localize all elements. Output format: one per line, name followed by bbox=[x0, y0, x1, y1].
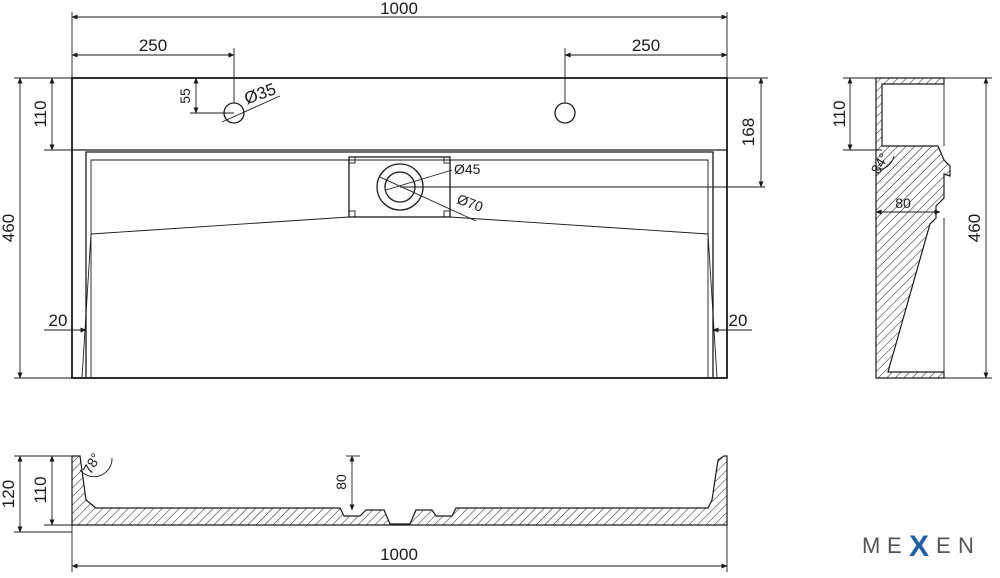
tap-leader bbox=[221, 95, 281, 123]
dim-drain-inner: Ø45 bbox=[454, 161, 481, 177]
slope-line-left bbox=[90, 216, 350, 235]
side-dim-rim: 110 bbox=[830, 100, 849, 127]
drain-tab-1 bbox=[348, 156, 356, 164]
drain-leader-45 bbox=[385, 169, 453, 191]
front-dim-inner: 110 bbox=[31, 476, 50, 503]
dim-rim-depth: 110 bbox=[31, 100, 50, 127]
dim-tap-hole: Ø35 bbox=[242, 79, 279, 108]
top-view-outline bbox=[71, 77, 728, 379]
dim-top-width: 1000 bbox=[380, 0, 418, 18]
logo-letter-e1: E bbox=[887, 533, 902, 558]
slope-line-right bbox=[449, 216, 709, 235]
side-dim-total: 460 bbox=[965, 214, 984, 242]
mexen-logo: M E X E N bbox=[862, 530, 974, 563]
front-dim-total: 120 bbox=[0, 480, 18, 508]
drain-tab-2 bbox=[443, 156, 451, 164]
drain-leader-70 bbox=[379, 176, 477, 222]
dim-wall-right: 20 bbox=[729, 311, 748, 330]
dim-tap-left: 250 bbox=[139, 36, 167, 55]
wall-slope-left bbox=[81, 233, 92, 379]
dim-drain-depth: 168 bbox=[739, 118, 758, 146]
logo-letter-x: X bbox=[909, 530, 929, 563]
dim-wall-left: 20 bbox=[49, 311, 68, 330]
dim-drain-outer: Ø70 bbox=[455, 191, 486, 215]
front-dim-basin: 80 bbox=[333, 474, 349, 490]
drain-tab-4 bbox=[443, 210, 451, 218]
front-dim-width: 1000 bbox=[380, 545, 418, 564]
front-angle-arc bbox=[79, 457, 113, 478]
dim-total-depth: 460 bbox=[0, 214, 18, 242]
dim-tap-vertical: 55 bbox=[177, 88, 193, 104]
side-section-wall bbox=[875, 77, 951, 379]
front-section-body bbox=[71, 455, 728, 526]
logo-letter-n: N bbox=[958, 533, 974, 558]
wall-slope-right bbox=[707, 233, 718, 379]
side-dim-drain: 80 bbox=[895, 195, 911, 211]
tap-hole-right bbox=[554, 102, 576, 124]
basin-inner-outline-2 bbox=[90, 159, 709, 378]
top-view: 1000 250 250 55 Ø35 110 460 168 Ø45 Ø70 bbox=[0, 0, 768, 379]
logo-letter-m: M bbox=[862, 533, 880, 558]
dim-tap-right: 250 bbox=[632, 36, 660, 55]
drain-tab-3 bbox=[348, 210, 356, 218]
front-section: 78° 80 110 120 1000 bbox=[0, 450, 728, 572]
side-angle-arc bbox=[875, 155, 895, 171]
logo-letter-e2: E bbox=[936, 533, 951, 558]
basin-inner-outline bbox=[85, 151, 714, 378]
side-view: 110 84° 80 460 bbox=[830, 77, 992, 379]
